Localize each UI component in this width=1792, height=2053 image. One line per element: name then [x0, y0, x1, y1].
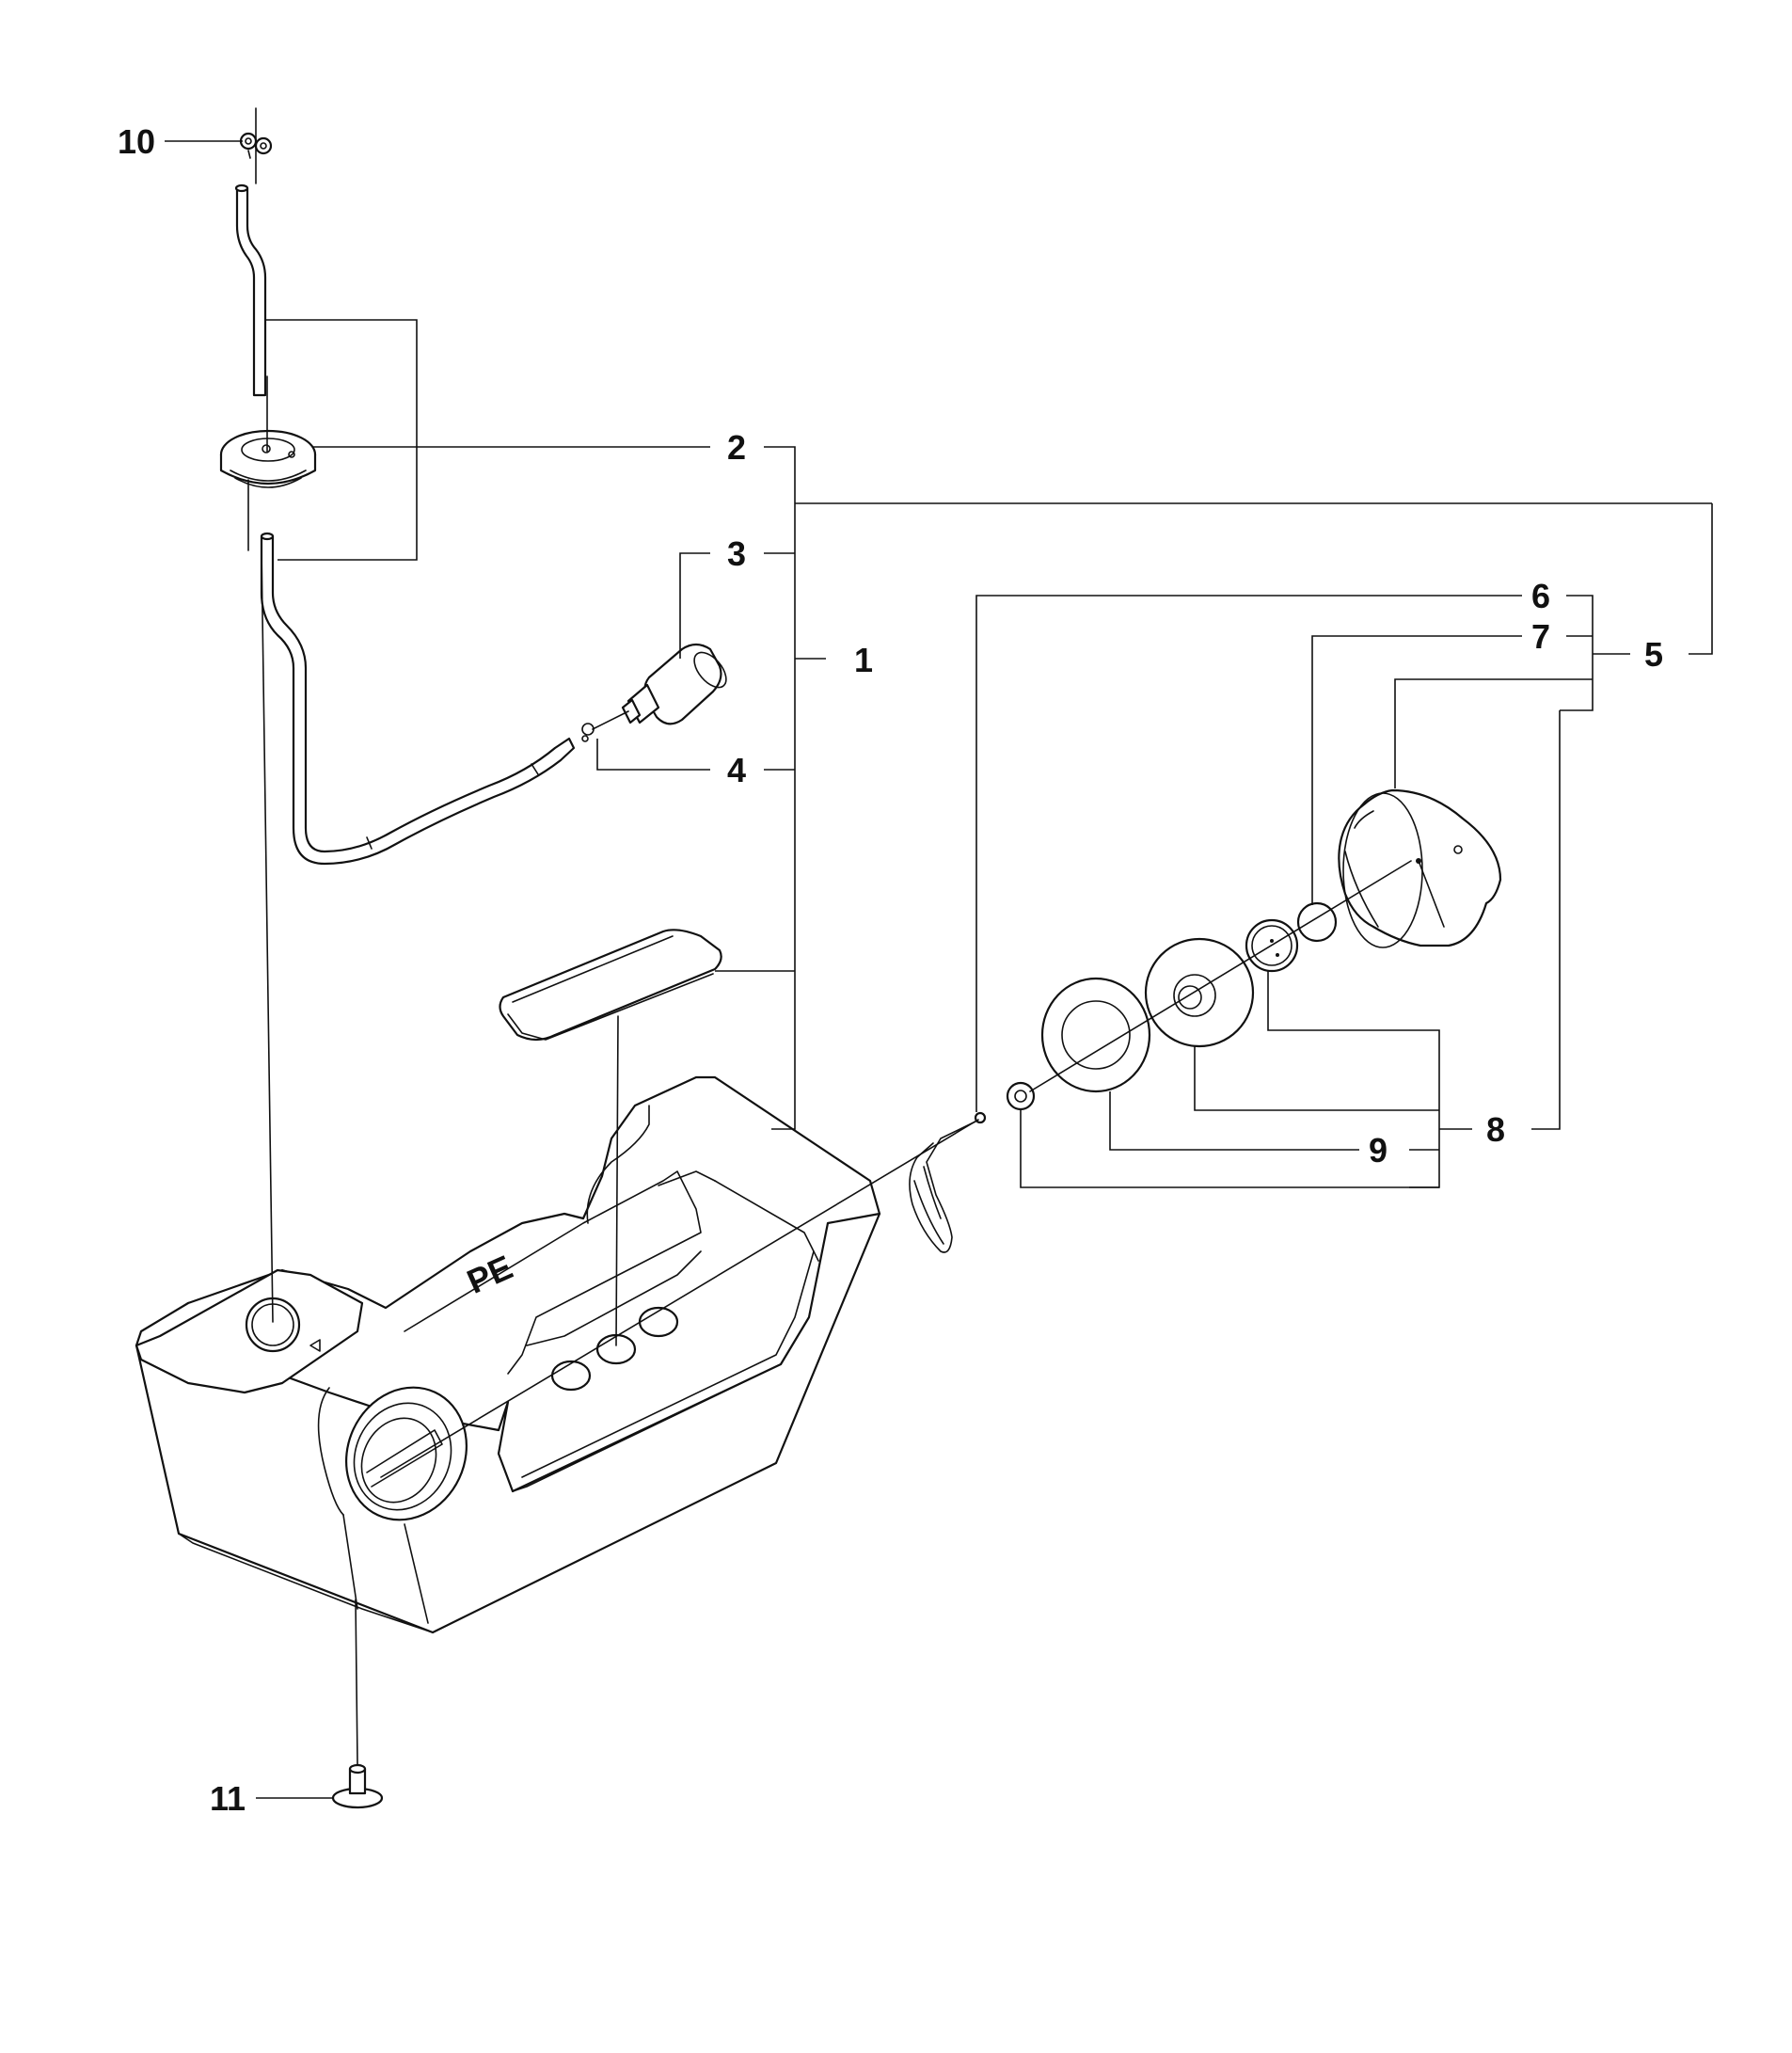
callout-5: 5	[1644, 635, 1663, 674]
callout-7: 7	[1531, 617, 1550, 656]
callout-2: 2	[727, 428, 746, 467]
callout-11: 11	[210, 1779, 246, 1818]
assembly-axes	[247, 107, 1445, 1765]
callout-3: 3	[727, 534, 746, 573]
seal-ring	[1040, 977, 1151, 1093]
fuel-hose-assembly	[219, 183, 727, 866]
callout-9: 9	[1369, 1131, 1388, 1170]
leader-lines	[165, 140, 1713, 1799]
cap-valve	[1296, 901, 1338, 943]
callout-labels: 10 2 3 1 4 6 7 5 8 9 11	[118, 122, 1663, 1818]
fuel-cap	[1338, 788, 1502, 948]
damper-pad	[499, 929, 722, 1042]
cap-washer	[1006, 1081, 1036, 1111]
callout-8: 8	[1486, 1110, 1505, 1149]
cap-strap	[909, 1111, 987, 1253]
callout-10: 10	[118, 122, 155, 161]
tank-screw	[331, 1763, 384, 1809]
cap-gasket	[1144, 937, 1255, 1048]
callout-1: 1	[854, 641, 873, 679]
fuel-tank: PE	[135, 1075, 881, 1634]
callout-6: 6	[1531, 577, 1550, 615]
callout-4: 4	[727, 751, 746, 789]
